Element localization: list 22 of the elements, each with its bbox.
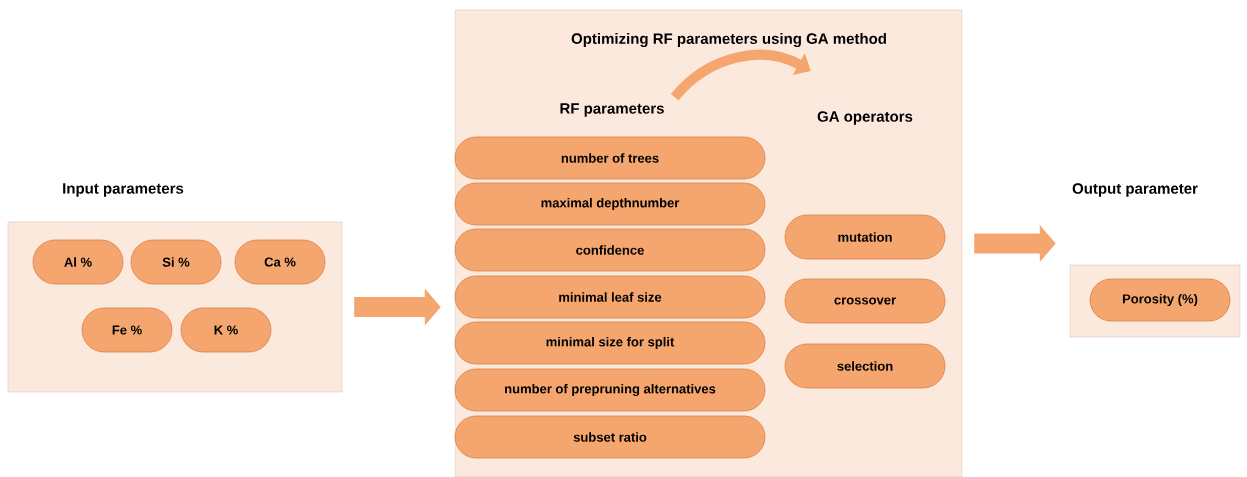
parameter-pill: K % [180, 307, 272, 353]
parameter-pill: Porosity (%) [1089, 278, 1231, 322]
panel-heading: Input parameters [63, 183, 184, 197]
group-heading: RF parameters [560, 103, 664, 117]
parameter-pill: minimal leaf size [454, 275, 766, 319]
panel-heading: Optimizing RF parameters using GA method [571, 32, 886, 48]
parameter-pill: crossover [784, 278, 946, 324]
parameter-pill: subset ratio [454, 415, 766, 459]
parameter-pill: Al % [32, 239, 124, 285]
parameter-pill: selection [784, 343, 946, 389]
parameter-pill: Si % [130, 239, 222, 285]
parameter-pill: maximal depthnumber [454, 182, 766, 226]
parameter-pill: number of trees [454, 136, 766, 180]
parameter-pill: mutation [784, 214, 946, 260]
parameter-pill: Ca % [234, 239, 326, 285]
parameter-pill: number of prepruning alternatives [454, 368, 766, 412]
parameter-pill: minimal size for split [454, 321, 766, 365]
parameter-pill: Fe % [81, 307, 173, 353]
panel-heading: Output parameter [1072, 183, 1198, 197]
parameter-pill: confidence [454, 228, 766, 272]
group-heading: GA operators [817, 111, 913, 125]
curved-arrow [671, 49, 811, 101]
